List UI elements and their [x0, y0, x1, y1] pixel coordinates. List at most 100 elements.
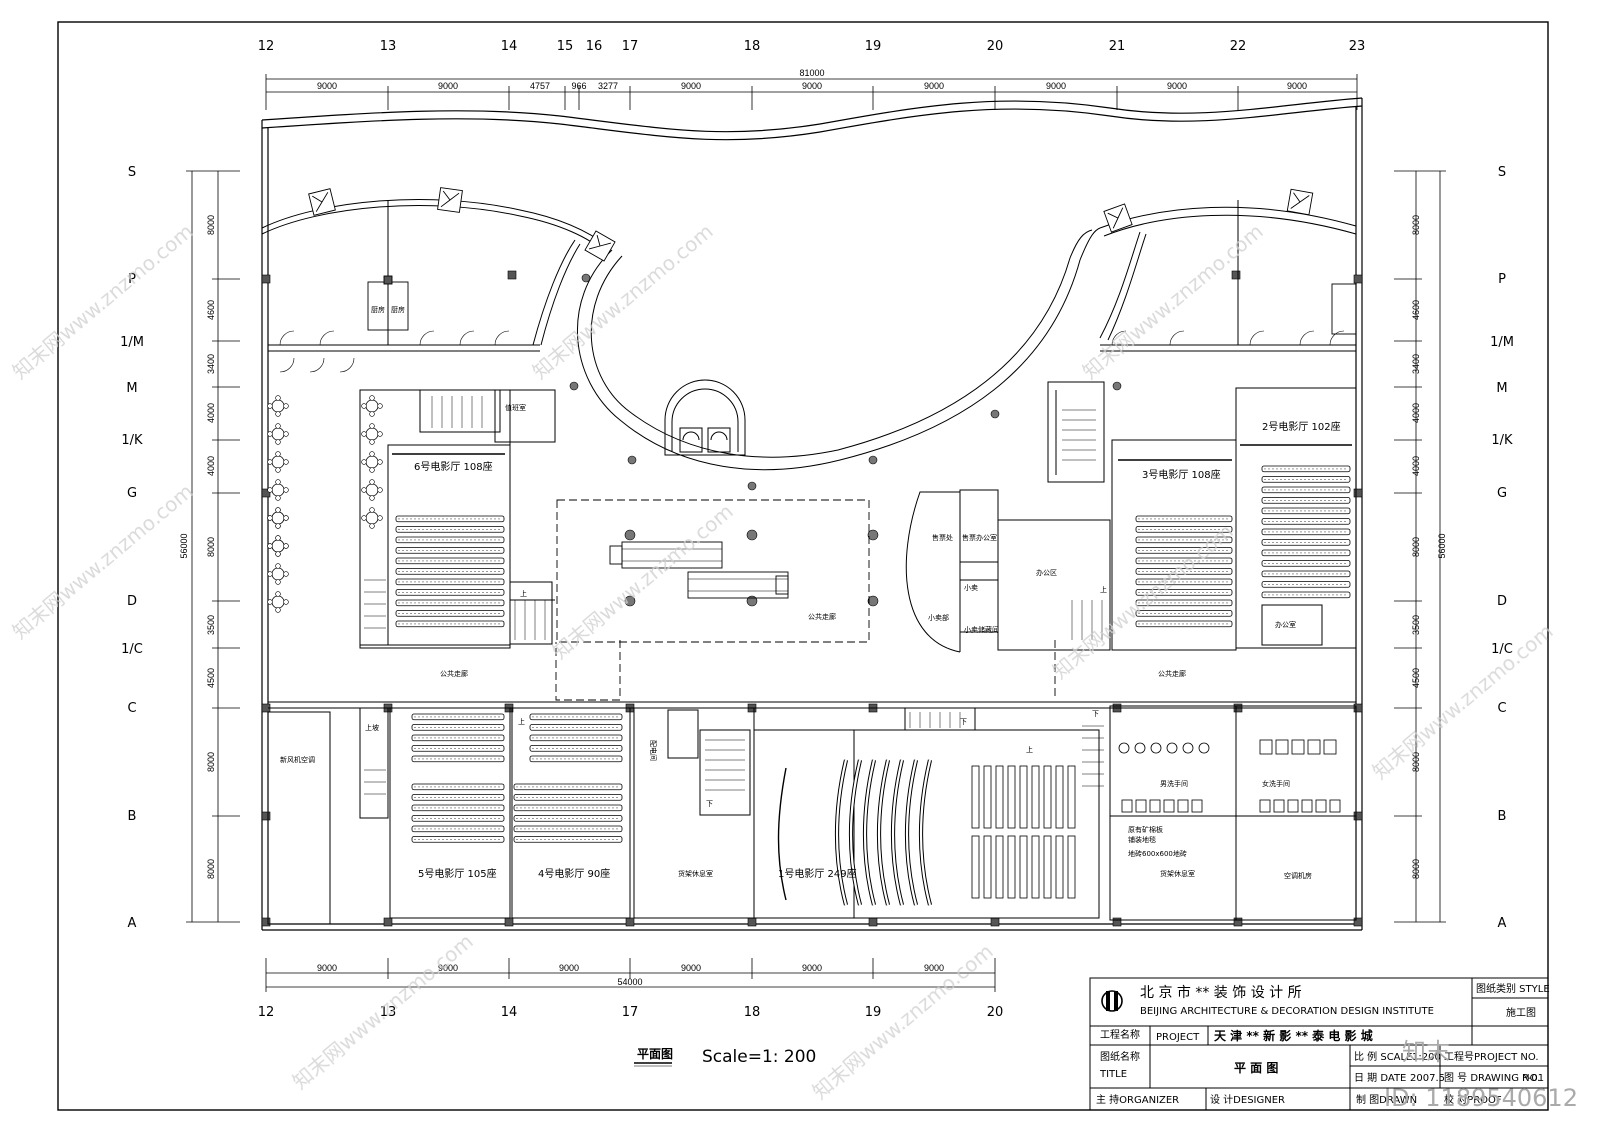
- axis-label: S: [128, 165, 136, 180]
- scale-caption: Scale=1: 200: [702, 1047, 816, 1067]
- date-value: 2007.5: [1410, 1073, 1445, 1084]
- axis-label: G: [127, 486, 137, 501]
- dimension-total: 56000: [1437, 533, 1447, 558]
- dimension-value: 4500: [1411, 668, 1421, 688]
- dimension-value: 8000: [206, 859, 216, 879]
- washbasin: [1118, 742, 1130, 754]
- style-label: 图纸类别 STYLE: [1476, 982, 1550, 995]
- cafe-chair: [267, 431, 273, 437]
- cafe-chair: [369, 479, 375, 485]
- axis-label: 19: [865, 39, 882, 54]
- cafe-table: [271, 399, 285, 413]
- drawn-label: 制 图DRAWN: [1356, 1093, 1417, 1106]
- axis-label: D: [1497, 594, 1507, 609]
- toilet-stall: [1273, 799, 1285, 813]
- washbasin: [1134, 742, 1146, 754]
- cafe-chair: [283, 403, 289, 409]
- axis-label: C: [1497, 701, 1506, 716]
- dimension-value: 8000: [206, 215, 216, 235]
- svg-text:知末网www.znzmo.com: 知末网www.znzmo.com: [8, 479, 198, 644]
- room-label: 上坡: [365, 723, 379, 732]
- toilet-stall: [1291, 739, 1305, 755]
- cafe-tables: [267, 395, 383, 613]
- stair-label: 上: [1100, 585, 1107, 594]
- cafe-chair: [361, 431, 367, 437]
- room-label: 小卖部: [928, 613, 949, 622]
- dimension-value: 9000: [924, 963, 944, 973]
- cafe-table: [271, 455, 285, 469]
- dimension-total: 81000: [799, 68, 824, 78]
- svg-text:知末网www.znzmo.com: 知末网www.znzmo.com: [548, 499, 738, 664]
- room-label: 铺装地毯: [1128, 835, 1156, 844]
- cafe-chair: [377, 403, 383, 409]
- cafe-chair: [275, 551, 281, 557]
- scale-label: 比 例 SCALE: [1354, 1050, 1412, 1063]
- washroom-fixtures: [1118, 739, 1341, 813]
- dimension-value: 8000: [206, 537, 216, 557]
- axis-label: 1/M: [120, 335, 144, 350]
- cafe-chair: [275, 507, 281, 513]
- cafe-chair: [369, 411, 375, 417]
- cafe-chair: [267, 459, 273, 465]
- toilet-stall: [1287, 799, 1299, 813]
- axis-label: 14: [501, 39, 518, 54]
- escalator-steps: [622, 548, 788, 592]
- seat-rows-hall6: [395, 515, 505, 628]
- seat-row: [1067, 765, 1076, 829]
- sheet-border: [57, 21, 1549, 1111]
- toilet-stall: [1259, 799, 1271, 813]
- seat-rows-hall2: [1261, 465, 1351, 599]
- cafe-chair: [377, 459, 383, 465]
- seat-row: [1031, 835, 1040, 899]
- dimension-value: 9000: [681, 963, 701, 973]
- door-swings-top: [279, 330, 1345, 373]
- toilet-stall: [1315, 799, 1327, 813]
- seat-row-inner: [905, 759, 918, 906]
- scale-value: 1:200: [1412, 1052, 1441, 1063]
- cafe-chair: [275, 467, 281, 473]
- axis-label: B: [128, 809, 137, 824]
- axis-label: 12: [258, 39, 275, 54]
- urinal: [1191, 799, 1203, 813]
- toilet-stall: [1259, 739, 1273, 755]
- cafe-chair: [267, 403, 273, 409]
- stair-treads-right: [1062, 409, 1103, 640]
- cafe-table: [271, 511, 285, 525]
- seat-row: [1007, 835, 1016, 899]
- axis-label: 13: [380, 39, 397, 54]
- axis-label: 13: [380, 1005, 397, 1020]
- cafe-chair: [369, 451, 375, 457]
- dimension-value: 9000: [317, 81, 337, 91]
- cafe-chair: [369, 439, 375, 445]
- dimension-value: 8000: [1411, 859, 1421, 879]
- dimension-value: 3277: [598, 81, 618, 91]
- room-label: 办公室: [1275, 620, 1296, 629]
- room-label: 空调机房: [1284, 871, 1312, 880]
- dimension-value: 4000: [206, 456, 216, 476]
- dimension-value: 9000: [438, 81, 458, 91]
- cafe-table: [271, 427, 285, 441]
- cafe-chair: [275, 439, 281, 445]
- room-label: 公共走廊: [1158, 669, 1186, 678]
- axis-label: 1/C: [1491, 642, 1513, 657]
- seat-rows-hall5: [411, 713, 505, 843]
- cafe-table: [365, 399, 379, 413]
- stair-label: 下: [706, 800, 713, 808]
- seat-row-inner: [835, 759, 848, 906]
- left-wing: [359, 389, 556, 649]
- washbasin: [1198, 742, 1210, 754]
- dimension-value: 4500: [206, 668, 216, 688]
- bottom-grid-axis: 12 13 14 17 18 19 20: [258, 1005, 1004, 1020]
- dimension-value: 9000: [802, 963, 822, 973]
- right-grid-axis: S P 1/M M 1/K G D 1/C C B A: [1490, 165, 1514, 931]
- stair-label: 上: [1026, 745, 1033, 754]
- axis-label: P: [1498, 272, 1506, 287]
- title-label-cn: 图纸名称: [1100, 1050, 1140, 1063]
- cafe-table: [365, 511, 379, 525]
- axis-label: D: [127, 594, 137, 609]
- svg-text:知末网www.znzmo.com: 知末网www.znzmo.com: [8, 219, 198, 384]
- cafe-chair: [267, 515, 273, 521]
- cafe-chair: [283, 515, 289, 521]
- institute-logo: [1101, 990, 1123, 1012]
- room-label: 货架休息室: [1160, 869, 1195, 878]
